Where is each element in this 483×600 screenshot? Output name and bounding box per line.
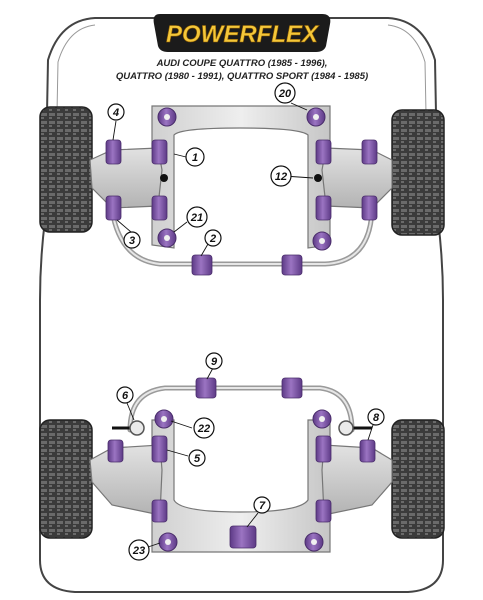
front-right-pivot [314, 174, 322, 182]
callout-9: 9 [211, 356, 218, 368]
callouts [107, 82, 385, 561]
front-bushes [105, 139, 378, 276]
powerflex-logo: POWERFLEX [153, 14, 331, 52]
callout-8: 8 [373, 412, 380, 424]
callout-4: 4 [112, 107, 119, 119]
callout-12: 12 [275, 171, 287, 183]
rear-drop-links [112, 420, 372, 436]
callout-5: 5 [194, 453, 201, 465]
callout-22: 22 [197, 423, 210, 435]
rear-left-wishbone [89, 444, 163, 516]
callout-20: 20 [278, 88, 292, 100]
rear-right-wishbone [321, 444, 393, 516]
rear-subframe [151, 419, 331, 553]
callout-23: 23 [132, 545, 145, 557]
car-body-inner-line [54, 24, 429, 216]
front-anti-roll-bar [109, 207, 375, 267]
callout-numbers: 4 1 20 12 21 2 3 9 6 8 22 5 7 23 [112, 88, 380, 557]
callout-2: 2 [209, 233, 216, 245]
rear-bushes [107, 377, 376, 549]
front-left-pivot [160, 174, 168, 182]
front-right-tyre [391, 109, 445, 236]
front-left-tyre [39, 106, 93, 233]
rear-right-tyre [391, 419, 445, 539]
model-line-1: AUDI COUPE QUATTRO (1985 - 1996), [156, 58, 328, 69]
front-left-wishbone [89, 147, 163, 209]
callout-21: 21 [190, 212, 203, 224]
logo-text: POWERFLEX [166, 21, 320, 48]
car-body-outline [39, 17, 444, 593]
callout-6: 6 [122, 390, 129, 402]
rear-left-tyre [39, 419, 93, 539]
callout-1: 1 [192, 152, 198, 164]
front-right-wishbone [321, 147, 393, 209]
rear-subframe-mounts [154, 409, 332, 552]
front-subframe-mounts [157, 107, 332, 251]
callout-3: 3 [129, 235, 135, 247]
callout-7: 7 [259, 500, 266, 512]
model-line-2: QUATTRO (1980 - 1991), QUATTRO SPORT (19… [116, 71, 368, 82]
